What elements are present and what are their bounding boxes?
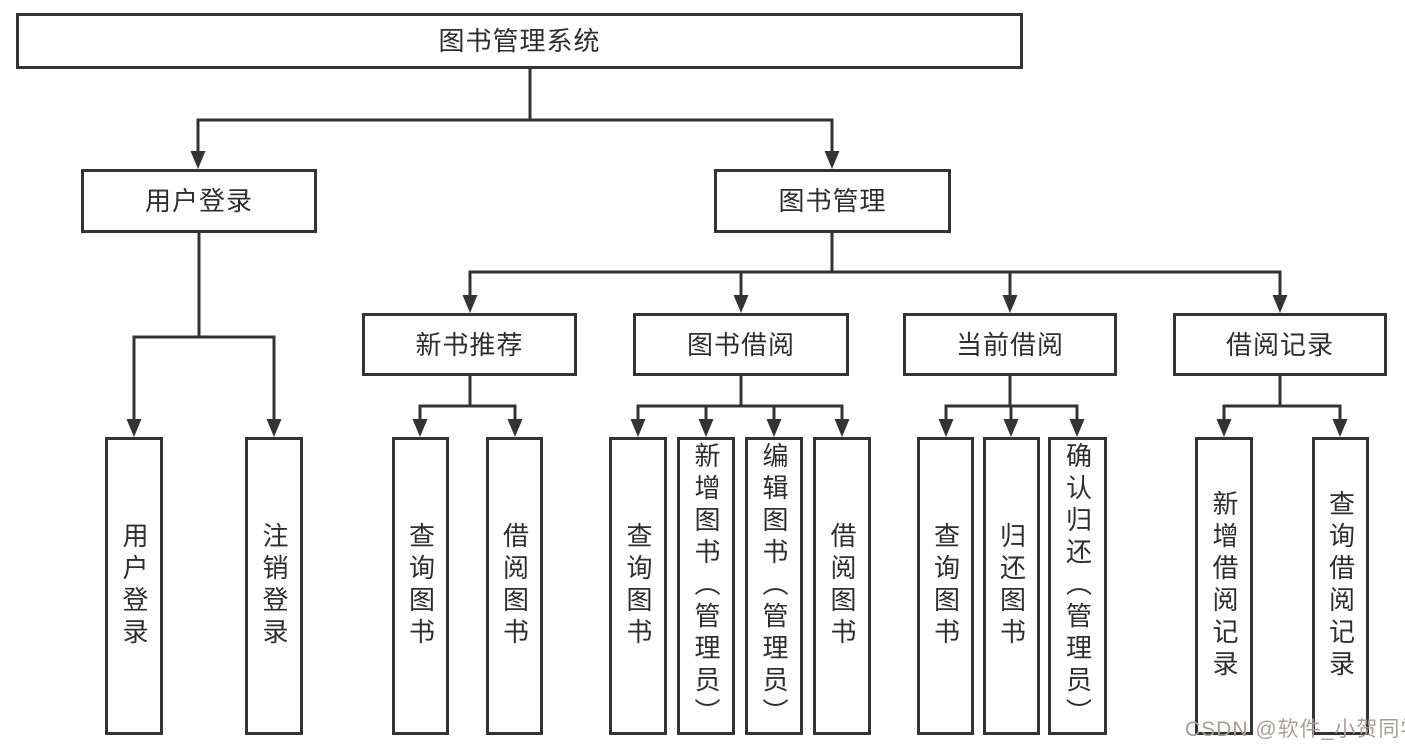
leaf-add-borrow-record-label: 新增借阅记录 [1209,490,1239,682]
leaf-return-book-label: 归还图书 [996,522,1027,650]
node-book-management: 图书管理 [714,169,951,233]
node-book-borrowing: 图书借阅 [633,313,849,376]
leaf-edit-book-admin-label: 编辑图书（管理员） [759,442,789,730]
node-new-book-recommendation: 新书推荐 [362,313,577,376]
leaf-add-book-admin-label: 新增图书（管理员） [691,442,721,730]
node-borrowing-records: 借阅记录 [1173,313,1387,376]
leaf-user-login-label: 用户登录 [119,522,149,650]
leaf-query-books-current-label: 查询图书 [930,522,961,650]
node-current-borrowing: 当前借阅 [903,313,1117,376]
leaf-query-borrow-record: 查询借阅记录 [1312,437,1369,735]
leaf-query-books-current: 查询图书 [917,437,974,735]
leaf-confirm-return-admin: 确认归还（管理员） [1048,437,1107,735]
leaf-confirm-return-admin-label: 确认归还（管理员） [1062,442,1093,730]
leaf-borrow-books-recommend-label: 借阅图书 [499,522,530,650]
leaf-logout-label: 注销登录 [259,522,289,650]
leaf-add-book-admin: 新增图书（管理员） [677,437,735,735]
leaf-query-books-borrowing-label: 查询图书 [623,522,653,650]
node-user-login: 用户登录 [81,169,317,233]
leaf-query-books-recommend-label: 查询图书 [405,522,436,650]
leaf-edit-book-admin: 编辑图书（管理员） [745,437,803,735]
leaf-borrow-books-borrowing-label: 借阅图书 [827,522,857,650]
leaf-query-borrow-record-label: 查询借阅记录 [1325,490,1356,682]
leaf-borrow-books-recommend: 借阅图书 [486,437,543,735]
leaf-borrow-books-borrowing: 借阅图书 [813,437,871,735]
leaf-return-book: 归还图书 [983,437,1040,735]
leaf-query-books-recommend: 查询图书 [392,437,449,735]
csdn-watermark: CSDN @软件_小贺同学 [1185,718,1405,741]
leaf-user-login: 用户登录 [105,437,163,735]
leaf-add-borrow-record: 新增借阅记录 [1195,437,1253,735]
node-root-library-management-system: 图书管理系统 [16,13,1023,69]
leaf-logout: 注销登录 [245,437,303,735]
leaf-query-books-borrowing: 查询图书 [609,437,667,735]
